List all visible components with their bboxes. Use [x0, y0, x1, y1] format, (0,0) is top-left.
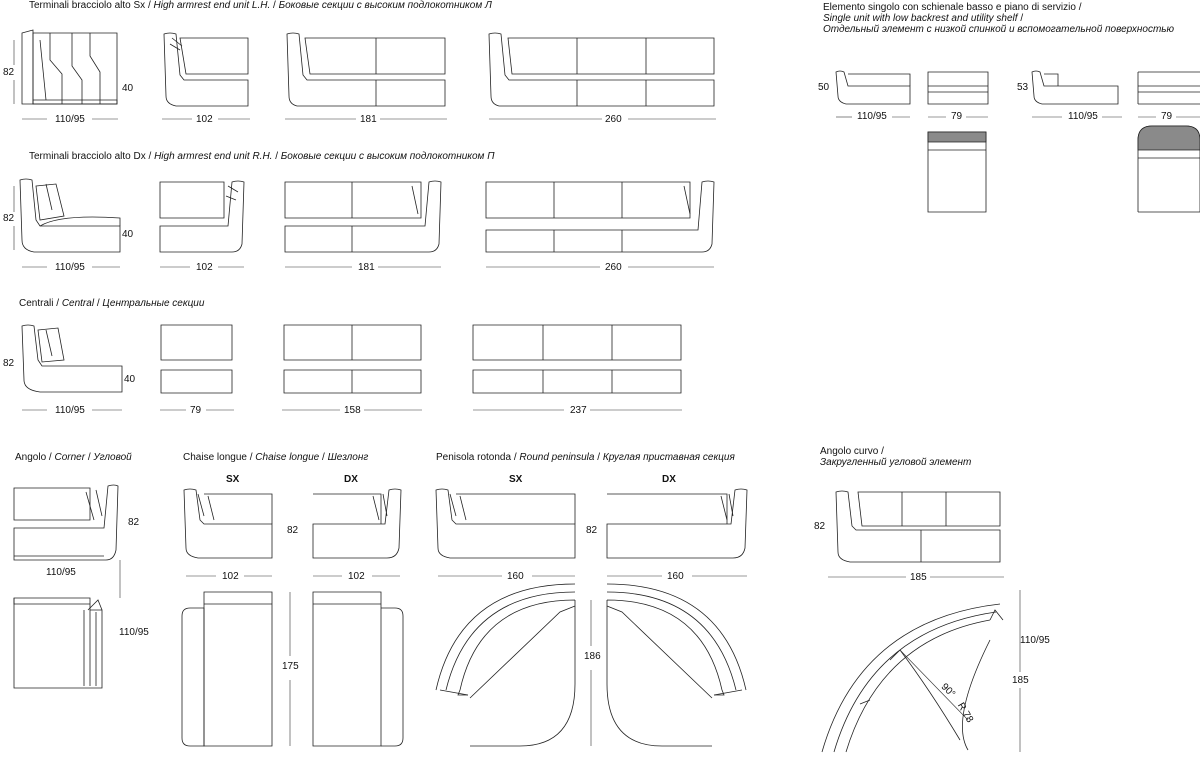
front-view-79: [161, 325, 232, 393]
dim-depth: 110/95: [55, 405, 85, 416]
side-view-central: [22, 325, 122, 392]
dim-width: 260: [605, 262, 622, 273]
chaise-sx-front: [184, 489, 272, 558]
label-sx: SX: [226, 474, 240, 485]
dim-width: 160: [667, 571, 684, 582]
dim-height: 53: [1017, 82, 1029, 93]
dim-width: 160: [507, 571, 524, 582]
corner-top-view: [14, 598, 102, 688]
label-sx: SX: [509, 474, 523, 485]
peninsula-sx-front: [436, 489, 575, 558]
title-chaise: Chaise longue / Chaise longue / Шезлонг: [183, 452, 369, 463]
front-view-102-lh: [164, 33, 248, 106]
dim-width: 260: [605, 114, 622, 125]
title-high-rh: Terminali bracciolo alto Dx / High armre…: [29, 151, 495, 162]
dim-height: 82: [814, 521, 826, 532]
dim-width: 79: [190, 405, 202, 416]
dim-height: 82: [3, 67, 15, 78]
dim-depth: 110/95: [46, 567, 76, 578]
front-view-260-lh: [489, 33, 714, 106]
dim-height: 82: [3, 358, 15, 369]
label-dx: DX: [662, 474, 676, 485]
chaise-dx-front: [313, 489, 401, 558]
dim-seat-height: 40: [124, 374, 136, 385]
title-single: Elemento singolo con schienale basso e p…: [823, 2, 1175, 35]
title-peninsula: Penisola rotonda / Round peninsula / Кру…: [436, 452, 735, 463]
front-view-158: [284, 325, 421, 393]
dim-depth: 110/95: [119, 627, 149, 638]
corner-front-view: [14, 485, 118, 560]
dim-height: 50: [818, 82, 830, 93]
dim-depth: 186: [584, 651, 601, 662]
front-view-181-lh: [287, 33, 445, 106]
dim-width: 102: [348, 571, 365, 582]
title-central: Centrali / Central / Центральные секции: [19, 298, 205, 309]
title-high-lh: Terminali bracciolo alto Sx / High armre…: [29, 0, 492, 11]
peninsula-dx-top: [607, 584, 746, 746]
dim-width: 102: [196, 262, 213, 273]
single-unit-right-views: [1032, 71, 1200, 212]
dim-width: 181: [358, 262, 375, 273]
side-view-high-rh: [20, 179, 120, 252]
dim-width: 79: [1161, 111, 1173, 122]
front-view-102-rh: [160, 181, 244, 252]
curved-corner-top: [822, 604, 1003, 752]
front-view-237: [473, 325, 681, 393]
dim-width: 102: [196, 114, 213, 125]
dim-width: 102: [222, 571, 239, 582]
curved-corner-front: [836, 491, 1000, 562]
chaise-dx-top: [313, 592, 403, 746]
dim-width: 181: [360, 114, 377, 125]
label-dx: DX: [344, 474, 358, 485]
dim-seat-height: 40: [122, 83, 134, 94]
peninsula-sx-top: [436, 584, 575, 746]
chaise-sx-top: [182, 592, 272, 746]
dim-width: 185: [1012, 675, 1029, 686]
dim-depth: 110/95: [55, 114, 85, 125]
dim-length: 175: [282, 661, 299, 672]
dim-height: 82: [586, 525, 598, 536]
title-corner: Angolo / Corner / Угловой: [15, 452, 132, 463]
title-curved: Angolo curvo / Закругленный угловой элем…: [820, 446, 972, 468]
dim-depth: 110/95: [1068, 111, 1098, 122]
dim-width: 185: [910, 572, 927, 583]
dim-depth: 110/95: [55, 262, 85, 273]
side-view-high-lh: [22, 30, 117, 104]
dim-width: 237: [570, 405, 587, 416]
dim-height: 82: [128, 517, 140, 528]
dim-height: 82: [3, 213, 15, 224]
single-unit-left-views: [836, 71, 988, 212]
peninsula-dx-front: [607, 489, 747, 558]
dim-width: 158: [344, 405, 361, 416]
dim-depth: 110/95: [857, 111, 887, 122]
dim-width: 79: [951, 111, 963, 122]
front-view-181-rh: [285, 181, 441, 252]
dim-height: 82: [287, 525, 299, 536]
dim-seat-height: 40: [122, 229, 134, 240]
dim-depth: 110/95: [1020, 635, 1050, 646]
front-view-260-rh: [486, 181, 714, 252]
